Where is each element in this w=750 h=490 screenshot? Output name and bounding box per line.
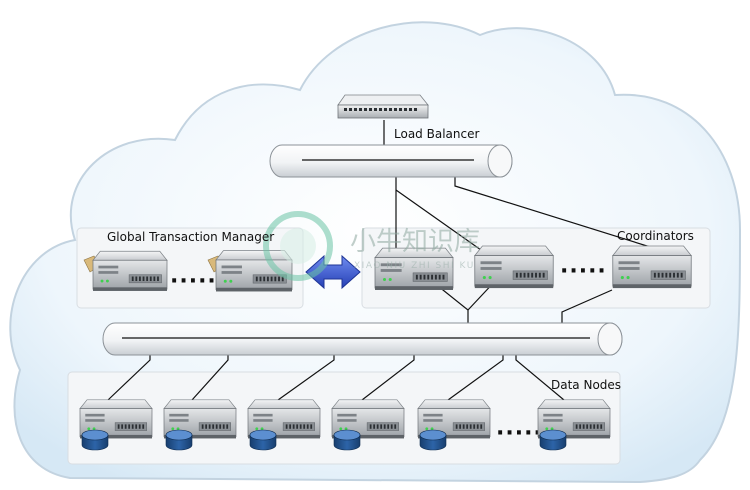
coordinator-server-3	[612, 245, 692, 289]
data-node-db-2	[165, 429, 193, 451]
watermark-main-text: 小牛知识库	[350, 227, 480, 257]
watermark: 小牛知识库 XIAO NIU ZHI SHI KU	[263, 211, 480, 281]
coordinators-label: Coordinators	[617, 229, 694, 243]
coordinator-servers: ·····	[374, 245, 692, 291]
data-node-db-4	[333, 429, 361, 451]
watermark-sub-text: XIAO NIU ZHI SHI KU	[354, 261, 475, 271]
data-node-ellipsis: ·····	[496, 421, 543, 446]
data-node-servers: ·····	[79, 399, 611, 451]
coordinator-server-2	[474, 245, 554, 289]
load-balancer-label: Load Balancer	[394, 127, 479, 141]
load-balancer-device	[337, 94, 429, 119]
gtm-ellipsis: ·····	[170, 269, 217, 294]
coordinator-ellipsis: ·····	[560, 259, 607, 284]
gtm-label: Global Transaction Manager	[107, 230, 274, 244]
data-node-db-1	[81, 429, 109, 451]
gtm-servers: ·····	[83, 250, 293, 294]
data-nodes-label: Data Nodes	[551, 378, 621, 392]
data-node-db-6	[539, 429, 567, 451]
gtm-server-1	[92, 250, 168, 292]
bottom-bus	[102, 322, 623, 356]
data-node-db-5	[419, 429, 447, 451]
watermark-logo-icon	[263, 211, 333, 281]
top-bus	[269, 144, 513, 178]
data-node-db-3	[249, 429, 277, 451]
